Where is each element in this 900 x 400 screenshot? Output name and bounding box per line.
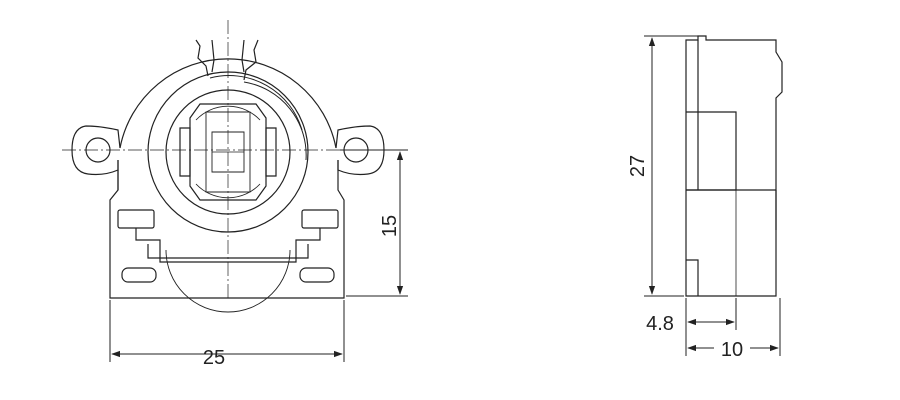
- front-dimensions: [109, 149, 408, 362]
- top-slot: [195, 39, 259, 81]
- left-screw-hole: [85, 137, 111, 163]
- left-mounting-ear: [71, 125, 121, 176]
- height-dimension-label: 15: [379, 215, 401, 237]
- inner-ring-inner: [165, 89, 291, 215]
- side-view: [685, 35, 783, 297]
- offset-dimension-label: 4.8: [646, 313, 674, 335]
- side-height-dimension-label: 27: [627, 155, 649, 177]
- inner-ring-outer: [147, 71, 309, 233]
- side-dimensions: [644, 35, 781, 356]
- rotor: [179, 103, 277, 201]
- outer-housing: [119, 58, 337, 149]
- width-dimension-label: 25: [203, 347, 225, 369]
- depth-dimension-label: 10: [721, 339, 743, 361]
- front-view: [62, 20, 400, 313]
- lower-body: [117, 209, 339, 313]
